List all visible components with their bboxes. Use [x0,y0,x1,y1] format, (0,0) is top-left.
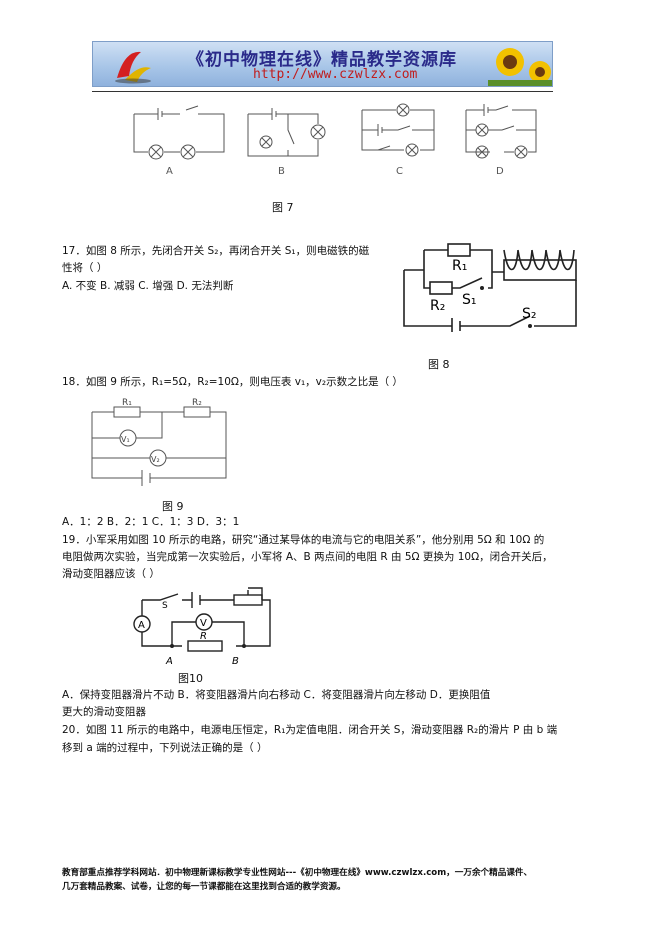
circuit-a [133,105,225,160]
figure-8-circuit: R₁ R₂ S₁ S₂ [403,243,577,332]
header-banner: 《初中物理在线》精品教学资源库 http://www.czwlzx.com [92,41,553,87]
q19-line3: 滑动变阻器应该（ ） [62,568,160,580]
footer: 教育部重点推荐学科网站．初中物理新课标教学专业性网站---《初中物理在线》www… [62,866,532,894]
fig8-label-r1: R₁ [452,258,467,274]
q20-line1: 20．如图 11 所示的电路中，电源电压恒定，R₁为定值电阻．闭合开关 S，滑动… [62,724,558,736]
circuit-b [247,108,326,157]
fig7-label-d: D [496,166,504,177]
fig9-label-r1: R₁ [122,398,132,408]
fig10-label-switch: S [162,601,168,611]
fig7-label-b: B [278,166,285,177]
q19-options-line1: A．保持变阻器滑片不动 B．将变阻器滑片向右移动 C．将变阻器滑片向左移动 D．… [62,689,491,701]
fig10-label-r: R [200,631,207,642]
figure-9-circuit: R₁ R₂ V₁ V₂ [91,398,227,486]
footer-line1: 教育部重点推荐学科网站．初中物理新课标教学专业性网站---《初中物理在线》www… [62,868,533,878]
q17-line2: 性将（ ） [62,262,108,274]
fig9-label-v2: V₂ [151,455,160,464]
fig9-label-v1: V₁ [121,435,130,444]
header-rule [92,91,553,92]
q18-options: A．1：2 B．2：1 C．1：3 D．3：1 [62,516,240,528]
banner-url: http://www.czwlzx.com [253,67,418,82]
fig10-point-b: B [232,656,239,667]
figure-7-circuits: A B C D [133,103,537,177]
q19-line2: 电阻做两次实验，当完成第一次实验后，小军将 A、B 两点间的电阻 R 由 5Ω … [62,551,553,563]
fig10-label-ammeter: A [138,620,145,631]
banner-title: 《初中物理在线》精品教学资源库 [187,50,457,70]
circuit-d [465,104,537,159]
q20-line2: 移到 a 端的过程中，下列说法正确的是（ ） [62,742,268,754]
footer-line2: 几万套精品教案、试卷，让您的每一节课都能在这里找到合适的教学资源。 [62,882,346,892]
q18-line1: 18．如图 9 所示，R₁=5Ω，R₂=10Ω，则电压表 v₁，v₂示数之比是（… [62,376,403,388]
site-logo [115,51,151,84]
fig7-label-c: C [396,166,403,177]
q17-line1: 17．如图 8 所示，先闭合开关 S₂，再闭合开关 S₁，则电磁铁的磁 [62,245,370,257]
q17-options: A. 不变 B. 减弱 C. 增强 D. 无法判断 [62,280,234,292]
fig9-caption: 图 9 [162,500,184,513]
fig9-label-r2: R₂ [192,398,202,408]
fig8-label-s2: S₂ [522,306,537,322]
q19-options-line2: 更大的滑动变阻器 [62,706,146,718]
fig7-label-a: A [166,166,173,177]
fig8-label-s1: S₁ [462,292,477,308]
fig10-label-voltmeter: V [200,618,207,629]
circuit-c [361,103,435,157]
figure-10-circuit: A V S R A B [133,587,271,667]
fig8-caption: 图 8 [428,358,450,371]
fig8-label-r2: R₂ [430,298,445,314]
sunflower-image [488,48,552,86]
q19-line1: 19．小军采用如图 10 所示的电路，研究“通过某导体的电流与它的电阻关系”，他… [62,534,545,546]
fig10-caption: 图10 [178,672,203,685]
fig10-point-a: A [165,656,173,667]
fig7-caption: 图 7 [272,201,294,214]
